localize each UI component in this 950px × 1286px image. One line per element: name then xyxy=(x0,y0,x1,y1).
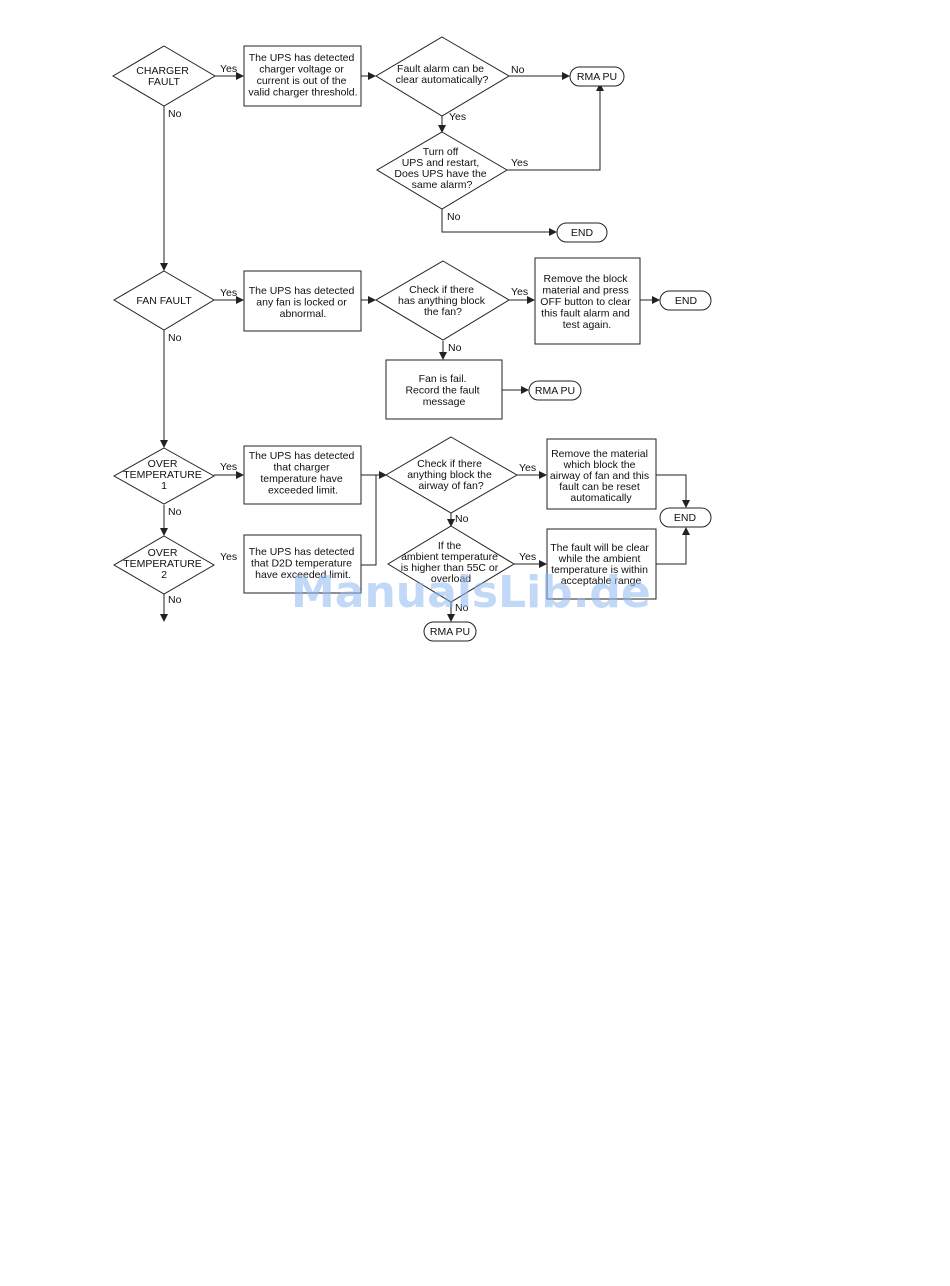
rma-pu-label: RMA PU xyxy=(535,385,575,397)
yes-label: Yes xyxy=(220,287,237,299)
airway-block-question: Check if there anything block the airway… xyxy=(407,458,495,492)
over-temp-2-label: OVER TEMPERATURE 2 xyxy=(123,547,204,581)
ambient-temp-question: If the ambient temperature is higher tha… xyxy=(401,540,501,585)
airway-remove-text: Remove the material which block the airw… xyxy=(550,448,652,504)
yes-label: Yes xyxy=(220,461,237,473)
connector xyxy=(361,475,377,566)
fan-fail-box xyxy=(385,359,503,420)
connector xyxy=(656,527,690,565)
charger-restart-decision xyxy=(376,131,508,210)
no-label: No xyxy=(448,342,462,354)
end-label: END xyxy=(674,512,697,524)
fan-fault-decision xyxy=(113,270,215,331)
fan-detect-box xyxy=(243,270,362,332)
yes-label: Yes xyxy=(220,63,237,75)
no-label: No xyxy=(511,64,525,76)
no-label: No xyxy=(168,506,182,518)
yes-label: Yes xyxy=(511,286,528,298)
yes-label: Yes xyxy=(519,551,536,563)
charger-fault-decision-label: CHARGER FAULT xyxy=(136,65,191,88)
connector xyxy=(441,209,557,236)
watermark: ManualsLib.de xyxy=(291,567,651,618)
fan-remove-box xyxy=(534,257,641,345)
end-label: END xyxy=(571,227,594,239)
over-temp-2-decision xyxy=(113,535,215,595)
yes-label: Yes xyxy=(449,111,466,123)
end-label: END xyxy=(675,295,698,307)
over-temp-1-decision xyxy=(112,447,216,505)
fan-fault-section: FAN FAULT The UPS has detected any fan i… xyxy=(113,257,712,420)
yes-label: Yes xyxy=(220,551,237,563)
charger-detect-box xyxy=(243,45,362,107)
rma-pu-label: RMA PU xyxy=(430,626,470,638)
over-temp-2-detect-box xyxy=(243,534,362,594)
over-temperature-section: OVER TEMPERATURE 1 The UPS has detected … xyxy=(112,436,712,642)
airway-block-decision xyxy=(385,436,519,514)
charger-clear-question: Fault alarm can be clear automatically? xyxy=(396,63,489,86)
no-label: No xyxy=(168,332,182,344)
rma-pu-label: RMA PU xyxy=(577,71,617,83)
no-label: No xyxy=(168,594,182,606)
connector xyxy=(656,474,690,508)
charger-fault-section: CHARGER FAULT The UPS has detected charg… xyxy=(112,36,625,243)
ambient-temp-decision xyxy=(387,525,515,603)
no-label: No xyxy=(455,513,469,525)
yes-label: Yes xyxy=(511,157,528,169)
charger-detect-text: The UPS has detected charger voltage or … xyxy=(248,52,357,99)
fan-fault-decision-label: FAN FAULT xyxy=(136,295,192,307)
fan-fail-text: Fan is fail. Record the fault message xyxy=(405,373,482,408)
ambient-clear-box xyxy=(546,528,657,600)
connector xyxy=(507,83,604,171)
edge-labels: Yes No Yes Yes No No Yes Yes No No Yes Y… xyxy=(168,63,536,614)
rma-pu-terminal xyxy=(423,621,477,642)
connectors xyxy=(160,72,690,622)
ambient-clear-text: The fault will be clear while the ambien… xyxy=(550,542,652,587)
fan-detect-text: The UPS has detected any fan is locked o… xyxy=(249,285,358,320)
yes-label: Yes xyxy=(519,462,536,474)
rma-pu-terminal xyxy=(569,66,625,87)
over-temp-1-label: OVER TEMPERATURE 1 xyxy=(123,458,204,492)
rma-pu-terminal xyxy=(528,380,582,401)
fan-block-decision xyxy=(375,260,510,341)
airway-remove-box xyxy=(546,438,657,510)
end-terminal xyxy=(659,290,712,311)
over-temp-1-detect-box xyxy=(243,445,362,505)
no-label: No xyxy=(168,108,182,120)
end-terminal xyxy=(659,507,712,528)
fan-remove-text: Remove the block material and press OFF … xyxy=(540,273,633,331)
over-temp-2-detect-text: The UPS has detected that D2D temperatur… xyxy=(249,546,358,581)
end-terminal xyxy=(556,222,608,243)
charger-fault-decision xyxy=(112,45,216,107)
no-label: No xyxy=(455,602,469,614)
fan-block-question: Check if there has anything block the fa… xyxy=(398,284,488,318)
charger-clear-decision xyxy=(375,36,510,117)
over-temp-1-detect-text: The UPS has detected that charger temper… xyxy=(249,450,358,497)
no-label: No xyxy=(447,211,461,223)
charger-restart-question: Turn off UPS and restart, Does UPS have … xyxy=(394,146,489,191)
